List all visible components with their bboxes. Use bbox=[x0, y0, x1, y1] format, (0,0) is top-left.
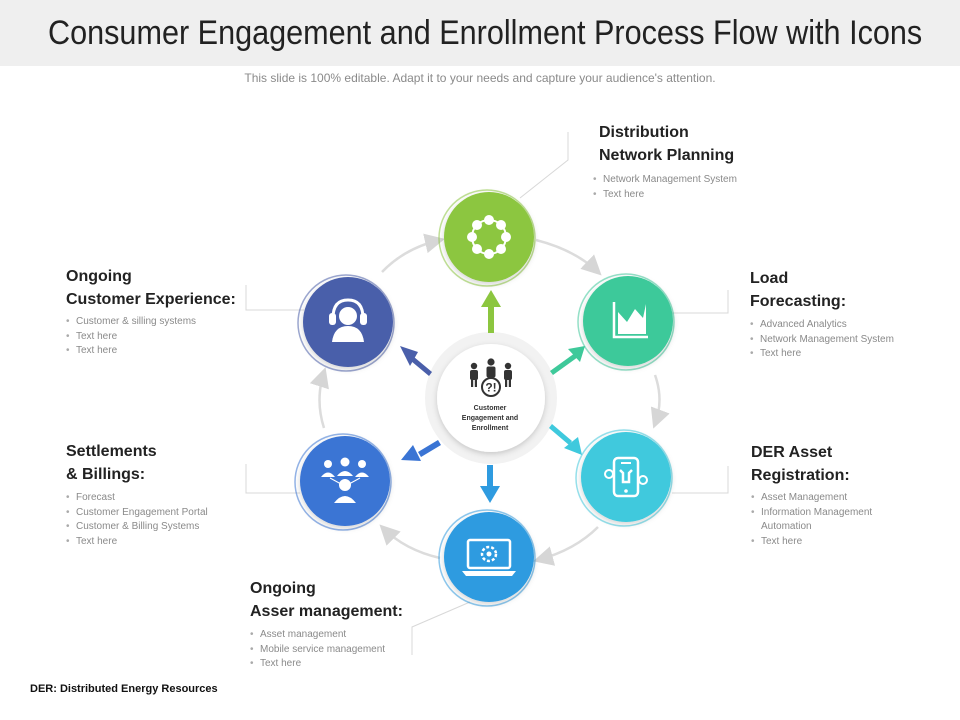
list-item: Text here bbox=[593, 188, 737, 203]
center-hub bbox=[425, 332, 557, 464]
team-icon bbox=[321, 457, 369, 503]
people-question-icon: ?! bbox=[470, 358, 512, 397]
der-title-line2: Registration: bbox=[751, 467, 850, 484]
list-item: Customer Engagement Portal bbox=[66, 506, 208, 521]
page-subtitle: This slide is 100% editable. Adapt it to… bbox=[244, 71, 716, 85]
node-distribution[interactable] bbox=[438, 189, 536, 287]
list-item: Mobile service management bbox=[250, 643, 385, 658]
page-title: Consumer Engagement and Enrollment Proce… bbox=[48, 14, 923, 52]
list-item: Text here bbox=[66, 535, 208, 550]
cycle-arcs bbox=[309, 233, 670, 566]
asset-title-line2: Asser management: bbox=[250, 603, 403, 620]
list-item: Text here bbox=[751, 535, 872, 550]
load-title: Load Forecasting: bbox=[750, 267, 846, 313]
list-item: Asset management bbox=[250, 628, 385, 643]
list-item: Information Management bbox=[751, 506, 872, 521]
settlements-title-line1: Settlements bbox=[66, 443, 157, 460]
asset-title-line1: Ongoing bbox=[250, 580, 316, 597]
der-bullets: Asset Management Information Management … bbox=[751, 491, 872, 549]
center-label-line3: Enrollment bbox=[471, 425, 509, 432]
experience-title-line2: Customer Experience: bbox=[66, 291, 236, 308]
asset-bullets: Asset management Mobile service manageme… bbox=[250, 628, 385, 672]
experience-title: Ongoing Customer Experience: bbox=[66, 265, 236, 311]
asset-title: Ongoing Asser management: bbox=[250, 577, 403, 623]
list-item: Text here bbox=[750, 347, 894, 362]
center-label: Customer Engagement and Enrollment bbox=[455, 404, 525, 434]
arrow-down bbox=[480, 465, 500, 503]
list-item: Network Management System bbox=[593, 173, 737, 188]
load-title-line2: Forecasting: bbox=[750, 293, 847, 310]
distribution-title-line2: Network Planning bbox=[599, 147, 735, 164]
distribution-bullets: Network Management System Text here bbox=[593, 173, 737, 202]
load-title-line1: Load bbox=[750, 270, 789, 287]
distribution-title: Distribution Network Planning bbox=[599, 121, 734, 167]
experience-title-line1: Ongoing bbox=[66, 268, 132, 285]
svg-text:?!: ?! bbox=[485, 381, 496, 395]
arrow-lower-right bbox=[549, 424, 582, 455]
list-item: Automation bbox=[761, 521, 812, 532]
spoke-arrows bbox=[400, 290, 585, 503]
list-item: Text here bbox=[66, 344, 196, 359]
headset-icon bbox=[329, 298, 367, 342]
node-asset[interactable] bbox=[438, 509, 536, 607]
list-item: Customer & Billing Systems bbox=[66, 520, 208, 535]
footnote: DER: Distributed Energy Resources bbox=[30, 683, 218, 695]
list-item: Network Management System bbox=[750, 333, 894, 348]
experience-bullets: Customer & silling systems Text here Tex… bbox=[66, 315, 196, 359]
arrow-lower-left bbox=[401, 440, 441, 461]
list-item: Text here bbox=[250, 657, 385, 672]
network-icon bbox=[467, 215, 511, 259]
list-item: Text here bbox=[66, 330, 196, 345]
distribution-title-line1: Distribution bbox=[599, 124, 689, 141]
phone-tools-icon bbox=[604, 456, 648, 498]
der-title: DER Asset Registration: bbox=[751, 441, 850, 487]
arrow-up bbox=[481, 290, 501, 333]
list-item: Advanced Analytics bbox=[750, 318, 894, 333]
settlements-title: Settlements & Billings: bbox=[66, 440, 157, 486]
center-label-line1: Customer bbox=[473, 405, 507, 412]
der-title-line1: DER Asset bbox=[751, 444, 833, 461]
center-label-line2: Engagement and bbox=[461, 415, 519, 422]
title-bar bbox=[0, 0, 960, 66]
settlements-bullets: Forecast Customer Engagement Portal Cust… bbox=[66, 491, 208, 549]
arrow-upper-left bbox=[400, 346, 432, 376]
settlements-title-line2: & Billings: bbox=[66, 466, 146, 483]
load-bullets: Advanced Analytics Network Management Sy… bbox=[750, 318, 894, 362]
list-item: Forecast bbox=[66, 491, 208, 506]
arrow-upper-right bbox=[550, 346, 585, 375]
list-item: Customer & silling systems bbox=[66, 315, 196, 330]
list-item: Asset Management bbox=[751, 491, 872, 506]
node-der[interactable] bbox=[575, 429, 673, 527]
label-connectors bbox=[245, 132, 729, 655]
laptop-gear-icon bbox=[462, 538, 516, 576]
chart-icon bbox=[612, 302, 648, 339]
